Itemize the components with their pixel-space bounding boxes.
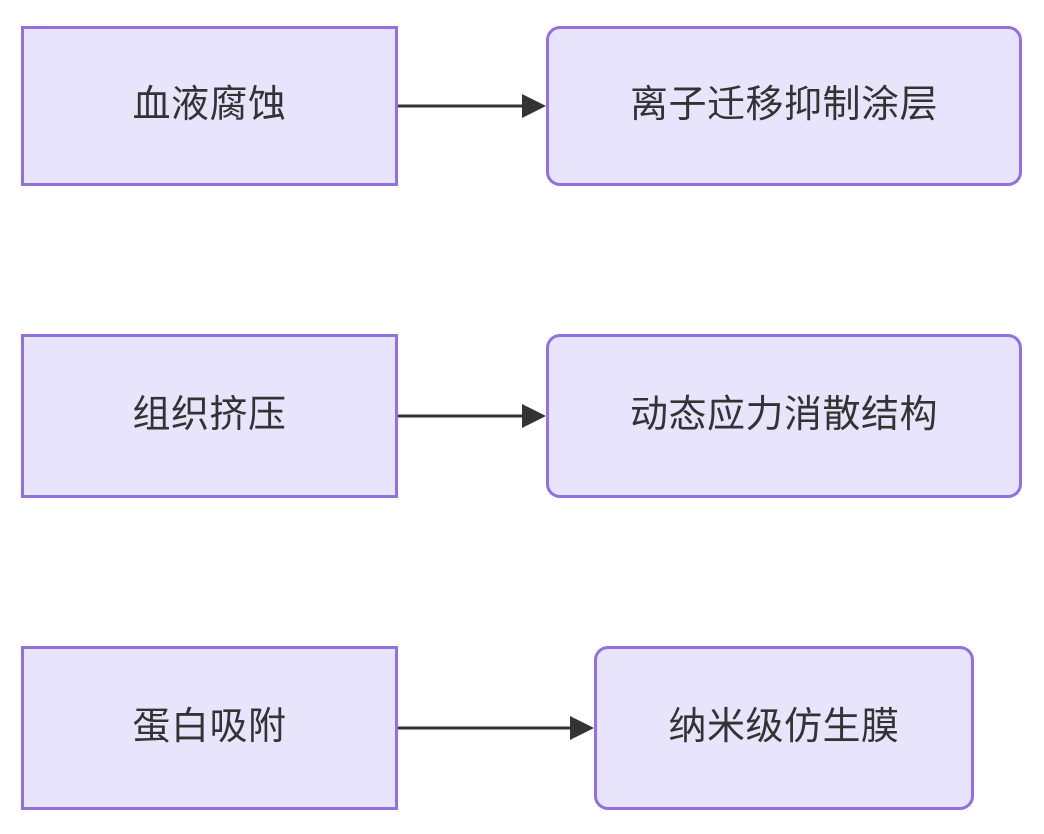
node-组织挤压[interactable]: 组织挤压 [21, 334, 398, 498]
arrowhead-icon [570, 716, 594, 740]
node-血液腐蚀[interactable]: 血液腐蚀 [21, 26, 398, 186]
edge-组织挤压-to-动态应力消散结构 [398, 404, 546, 428]
arrowhead-icon [522, 404, 546, 428]
arrowhead-icon [522, 94, 546, 118]
node-动态应力消散结构[interactable]: 动态应力消散结构 [546, 334, 1022, 498]
node-label: 纳米级仿生膜 [668, 706, 900, 749]
node-label: 血液腐蚀 [132, 84, 287, 127]
edge-蛋白吸附-to-纳米级仿生膜 [398, 716, 594, 740]
node-离子迁移抑制涂层[interactable]: 离子迁移抑制涂层 [546, 26, 1022, 186]
node-label: 组织挤压 [132, 394, 287, 437]
node-label: 动态应力消散结构 [629, 394, 938, 437]
edge-血液腐蚀-to-离子迁移抑制涂层 [398, 94, 546, 118]
node-label: 蛋白吸附 [132, 706, 287, 749]
node-纳米级仿生膜[interactable]: 纳米级仿生膜 [594, 646, 974, 810]
node-label: 离子迁移抑制涂层 [629, 84, 938, 127]
node-蛋白吸附[interactable]: 蛋白吸附 [21, 646, 398, 810]
